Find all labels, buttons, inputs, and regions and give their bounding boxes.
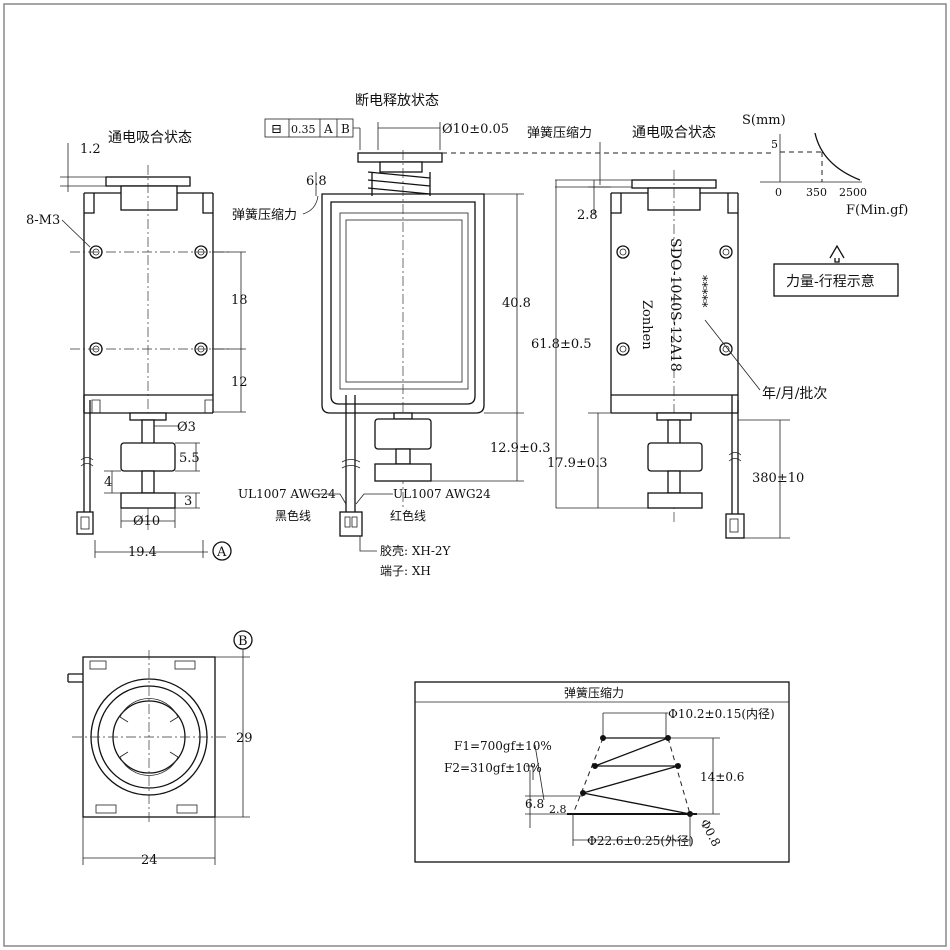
housing-label: 胶壳: XH-2Y [380,543,452,558]
end-plate [120,492,176,509]
dim-1-2: 1.2 [80,142,101,157]
spring-detail-box [414,681,790,863]
plunger-top [120,185,178,211]
terminal-label: 端子: XH [380,564,431,578]
frame-outline [610,192,739,413]
dim-18: 18 [231,293,248,308]
x-tick-350: 350 [806,186,827,199]
caption-box [773,263,899,297]
x-tick-0: 0 [775,186,782,199]
dim-phi3: Ø3 [177,420,196,435]
brand-label: Zonhen [639,300,654,350]
arrow-up-icon [829,244,845,263]
force-f2: F2=310gf±10% [444,761,542,775]
plunger-cap [357,152,443,163]
x-axis-label: F(Min.gf) [846,203,908,218]
lead-wires [83,395,91,530]
dim-12-9: 12.9±0.3 [490,441,551,456]
dim-40-8: 40.8 [502,296,531,311]
dim-phi10: Ø10±0.05 [442,122,509,137]
datum-b: B [238,634,248,649]
spring-detail-title: 弹簧压缩力 [564,685,624,700]
spring-envelope [572,737,691,815]
dim-5-5: 5.5 [179,451,200,466]
tolerance-frame: ⊟ 0.35 A B [264,118,354,138]
model-label: SDO-1040S-12A18 [667,238,683,372]
wire-black-color: 黑色线 [275,509,311,523]
x-tick-2500: 2500 [839,186,867,199]
view-energized-right: 弹簧压缩力 通电吸合状态 Zonhen SDO-1040S-12A18 ****… [527,125,827,539]
end-plate [374,463,432,482]
view-bottom: B 29 24 [67,630,253,868]
spring-label: 弹簧压缩力 [527,125,592,141]
dim-4: 4 [104,475,112,490]
screw-label: 8-M3 [26,213,60,228]
lead-wires [345,395,356,512]
wire-red-spec: UL1007 AWG24 [393,487,491,501]
dim-inner: Φ10.2±0.15(内径) [668,707,775,721]
view-released: 断电释放状态 ⊟ 0.35 A B Ø10±0.05 [232,93,775,578]
dim-12: 12 [231,375,248,390]
spring-detail: 弹簧压缩力 Φ10.2±0.15(内径) 14±0.6 F1=700gf±10%… [414,681,790,863]
view-title: 断电释放状态 [355,93,439,109]
force-curve: S(mm) 5 0 350 2500 F(Min.gf) 力量-行程示意 [742,113,908,297]
shaft [141,419,155,445]
spring [367,171,431,196]
datum-a: A [216,545,227,560]
dim-phi10: Ø10 [133,514,160,529]
plunger-bottom [120,442,176,472]
batch-label: 年/月/批次 [762,386,827,402]
connector [339,511,363,537]
force-stroke-line [814,132,861,181]
dim-29: 29 [236,731,253,746]
view-title: 通电吸合状态 [632,125,716,141]
connector [76,511,94,535]
dim-380: 380±10 [752,471,804,486]
dim-height: 14±0.6 [700,770,744,784]
dim-61-8: 61.8±0.5 [531,337,592,352]
dim-2-8: 2.8 [577,208,598,223]
dim-2-8: 2.8 [549,803,567,816]
y-tick-5: 5 [771,138,778,151]
spring-label: 弹簧压缩力 [232,207,297,223]
connector [725,513,745,539]
dim-24: 24 [141,853,158,868]
mount-holes [616,245,733,356]
force-f1: F1=700gf±10% [454,739,552,753]
frame-outline [321,193,485,414]
tol-symbol: ⊟ [271,122,282,137]
dim-outer: Φ22.6±0.25(外径) [587,834,694,848]
frame-outline [83,192,214,413]
caption: 力量-行程示意 [786,273,875,290]
wire-red-color: 红色线 [390,508,426,523]
plunger-bottom [374,418,432,450]
view-title: 通电吸合状态 [108,130,192,146]
dim-3: 3 [184,494,192,509]
tol-value: 0.35 [291,123,316,136]
wire-black-spec: UL1007 AWG24 [238,487,336,501]
lead-wires [731,395,739,515]
y-axis-label: S(mm) [742,113,786,128]
view-energized-left: 通电吸合状态 1.2 8-M3 [26,130,248,561]
plunger-bottom [647,442,703,472]
end-plate [647,492,703,509]
dim-17-9: 17.9±0.3 [547,456,608,471]
dim-19-4: 19.4 [128,545,157,560]
datum-a-symbol [212,541,232,561]
batch-mark: ***** [694,275,709,308]
dim-6-8: 6.8 [525,797,544,811]
coil [339,212,469,390]
tol-ref-a: A [323,122,333,136]
tol-ref-b: B [341,122,350,136]
